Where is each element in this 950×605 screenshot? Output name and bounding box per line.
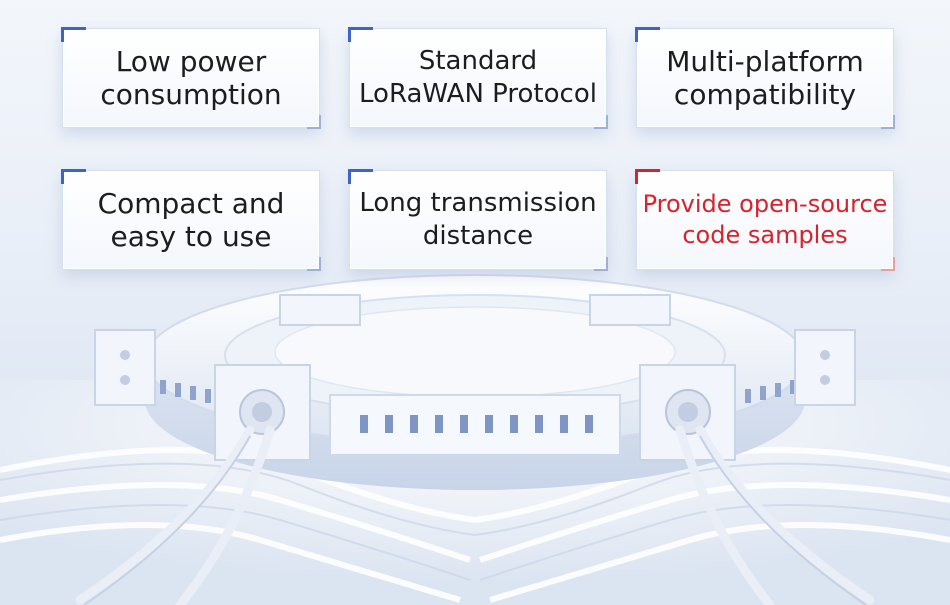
corner-accent bbox=[594, 257, 608, 271]
feature-label-line2: consumption bbox=[100, 78, 282, 111]
feature-label-line1: Compact and bbox=[97, 187, 285, 220]
corner-accent bbox=[348, 27, 373, 42]
feature-card-lorawan: Standard LoRaWAN Protocol bbox=[348, 27, 608, 129]
feature-label-line2: code samples bbox=[682, 221, 848, 249]
corner-accent bbox=[881, 257, 895, 271]
corner-accent bbox=[307, 115, 321, 129]
feature-label: Standard LoRaWAN Protocol bbox=[355, 45, 601, 111]
corner-accent bbox=[307, 257, 321, 271]
feature-card-long-distance: Long transmission distance bbox=[348, 169, 608, 271]
feature-label-line1: Long transmission bbox=[359, 188, 597, 218]
feature-label-line2: LoRaWAN Protocol bbox=[359, 79, 597, 109]
corner-accent bbox=[348, 169, 373, 184]
feature-label-line1: Low power bbox=[115, 45, 267, 78]
feature-card-low-power: Low power consumption bbox=[61, 27, 321, 129]
feature-label-line1: Standard bbox=[418, 46, 538, 76]
feature-label-line2: easy to use bbox=[110, 220, 272, 253]
feature-label: Compact and easy to use bbox=[94, 187, 289, 253]
feature-label-line1: Provide open-source bbox=[642, 190, 888, 218]
feature-label: Provide open-source code samples bbox=[639, 189, 892, 251]
feature-label: Low power consumption bbox=[96, 45, 285, 111]
corner-accent bbox=[881, 115, 895, 129]
feature-label-line2: compatibility bbox=[673, 78, 857, 111]
feature-card-compact: Compact and easy to use bbox=[61, 169, 321, 271]
corner-accent bbox=[61, 169, 86, 184]
feature-card-multi-platform: Multi-platform compatibility bbox=[635, 27, 895, 129]
feature-label: Long transmission distance bbox=[355, 187, 600, 253]
corner-accent bbox=[635, 27, 660, 42]
feature-card-open-source: Provide open-source code samples bbox=[635, 169, 895, 271]
feature-label-line1: Multi-platform bbox=[666, 45, 864, 78]
feature-label-line2: distance bbox=[422, 221, 534, 251]
corner-accent bbox=[61, 27, 86, 42]
corner-accent bbox=[635, 169, 660, 184]
corner-accent bbox=[594, 115, 608, 129]
feature-label: Multi-platform compatibility bbox=[662, 45, 868, 111]
